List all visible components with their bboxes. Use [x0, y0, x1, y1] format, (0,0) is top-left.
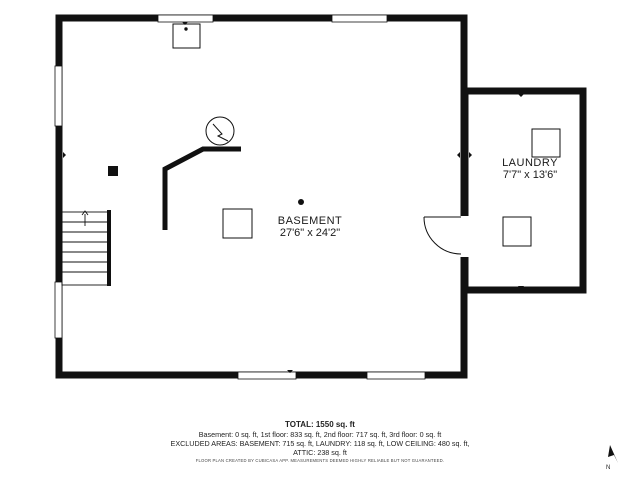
- room-name: LAUNDRY: [502, 157, 558, 169]
- basement-walls: [55, 14, 468, 379]
- excluded-areas-continued: ATTIC: 238 sq. ft: [293, 448, 347, 457]
- excluded-areas: EXCLUDED AREAS: BASEMENT: 715 sq. ft, LA…: [170, 439, 470, 448]
- window-left-top: [54, 65, 63, 127]
- stair-railing: [107, 210, 111, 286]
- area-summary: TOTAL: 1550 sq. ft Basement: 0 sq. ft, 1…: [0, 420, 640, 465]
- wall-markers: [63, 22, 524, 373]
- laundry-box-top: [531, 128, 561, 158]
- stairs: [61, 210, 109, 286]
- floor-areas: Basement: 0 sq. ft, 1st floor: 833 sq. f…: [198, 430, 442, 439]
- room-label-laundry: LAUNDRY 7'7" x 13'6": [470, 157, 590, 181]
- floor-plan: [54, 14, 587, 380]
- laundry-walls: [461, 87, 587, 294]
- floor-drain: [298, 199, 304, 205]
- window-bottom-left: [237, 371, 297, 380]
- laundry-box-bottom: [502, 216, 532, 247]
- post: [108, 166, 118, 176]
- total-area: TOTAL: 1550 sq. ft: [285, 420, 355, 429]
- disclaimer: FLOOR PLAN CREATED BY CUBICASA APP. MEAS…: [195, 458, 445, 463]
- door-swing: [423, 216, 462, 255]
- window-left-bottom: [54, 281, 63, 339]
- room-dimensions: 7'7" x 13'6": [502, 169, 558, 181]
- compass-label: N: [606, 465, 611, 471]
- windows: [54, 14, 426, 380]
- room-label-basement: BASEMENT 27'6" x 24'2": [250, 215, 370, 239]
- room-name: BASEMENT: [277, 215, 343, 227]
- interior-wall: [162, 146, 241, 230]
- room-dimensions: 27'6" x 24'2": [279, 227, 341, 239]
- window-top-left: [157, 14, 214, 23]
- window-bottom-right: [366, 371, 426, 380]
- north-arrow-icon: [608, 445, 618, 463]
- basement-appliance-box: [222, 208, 253, 239]
- sink-icon: [172, 23, 201, 49]
- water-heater-icon: [205, 116, 235, 146]
- window-top-right: [331, 14, 388, 23]
- laundry-door-gap: [458, 216, 472, 257]
